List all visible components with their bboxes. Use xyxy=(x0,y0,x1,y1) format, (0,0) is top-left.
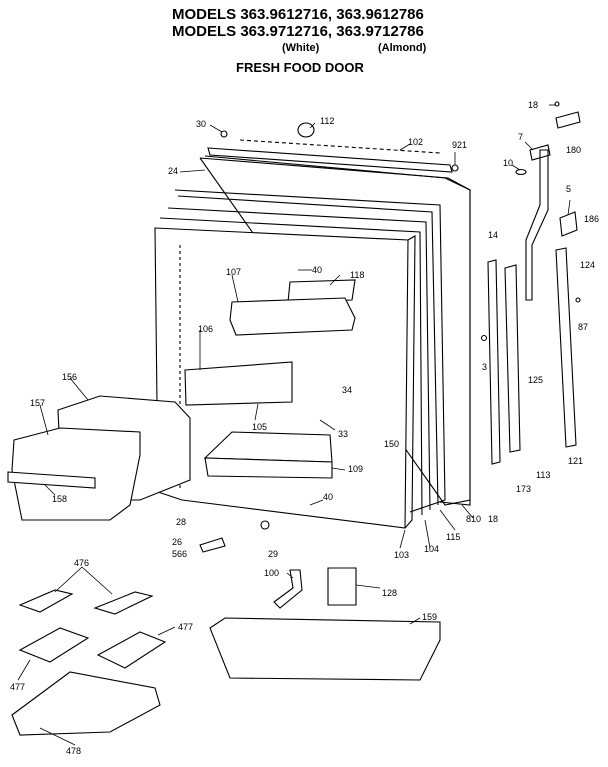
label-115: 115 xyxy=(446,532,460,542)
section-title: FRESH FOOD DOOR xyxy=(236,60,364,75)
label-18-bottom: 18 xyxy=(488,514,498,524)
label-10: 10 xyxy=(503,158,513,168)
label-112: 112 xyxy=(320,116,334,126)
left-shelf-assembly xyxy=(7,395,191,521)
label-150: 150 xyxy=(384,439,399,449)
models-line-1: MODELS 363.9612716, 363.9612786 xyxy=(172,6,424,23)
label-29: 29 xyxy=(268,549,278,559)
label-113: 113 xyxy=(536,470,550,480)
label-103: 103 xyxy=(394,550,409,560)
label-476: 476 xyxy=(74,558,89,568)
top-cap xyxy=(207,122,459,173)
upper-shelves xyxy=(184,279,356,406)
label-156: 156 xyxy=(62,372,77,382)
label-121: 121 xyxy=(568,456,583,466)
crisper-bin xyxy=(203,431,333,479)
label-24: 24 xyxy=(168,166,178,176)
trim-strips xyxy=(480,247,581,465)
label-106: 106 xyxy=(198,324,213,334)
label-118: 118 xyxy=(350,270,364,280)
label-40-top: 40 xyxy=(312,265,322,275)
label-33: 33 xyxy=(338,429,348,439)
label-102: 102 xyxy=(408,137,423,147)
label-107: 107 xyxy=(226,267,241,277)
label-125: 125 xyxy=(528,375,543,385)
label-105: 105 xyxy=(252,422,267,432)
label-7: 7 xyxy=(518,132,523,142)
label-158: 158 xyxy=(52,494,67,504)
label-477-right: 477 xyxy=(178,622,193,632)
small-parts xyxy=(199,520,357,609)
label-40-bottom: 40 xyxy=(323,492,333,502)
label-100: 100 xyxy=(264,568,279,578)
label-18: 18 xyxy=(528,100,538,110)
label-128: 128 xyxy=(382,588,397,598)
label-87: 87 xyxy=(578,322,588,332)
almond-label: (Almond) xyxy=(378,42,427,54)
label-104: 104 xyxy=(424,544,439,554)
label-186: 186 xyxy=(584,214,599,224)
label-180: 180 xyxy=(566,145,581,155)
label-810: 810 xyxy=(466,514,481,524)
label-3: 3 xyxy=(482,362,487,372)
hinge-assembly xyxy=(515,101,581,301)
label-921: 921 xyxy=(452,140,467,150)
label-28: 28 xyxy=(176,517,186,527)
label-478: 478 xyxy=(66,746,81,756)
leader-lines xyxy=(17,104,571,746)
white-label: (White) xyxy=(282,42,320,54)
lower-shelves xyxy=(11,589,167,736)
label-26: 26 xyxy=(172,537,182,547)
label-34: 34 xyxy=(342,385,352,395)
label-14: 14 xyxy=(488,230,498,240)
label-566: 566 xyxy=(172,549,187,559)
label-109: 109 xyxy=(348,464,363,474)
models-line-2: MODELS 363.9712716, 363.9712786 xyxy=(172,23,424,40)
label-477-left: 477 xyxy=(10,682,25,692)
label-173: 173 xyxy=(516,484,531,494)
label-30: 30 xyxy=(196,119,206,129)
callout-labels: 18 30 112 102 921 7 180 10 24 5 186 14 1… xyxy=(10,100,599,756)
label-124: 124 xyxy=(580,260,595,270)
label-159: 159 xyxy=(422,612,437,622)
label-157: 157 xyxy=(30,398,45,408)
label-5: 5 xyxy=(566,184,571,194)
door-bin xyxy=(209,617,441,681)
